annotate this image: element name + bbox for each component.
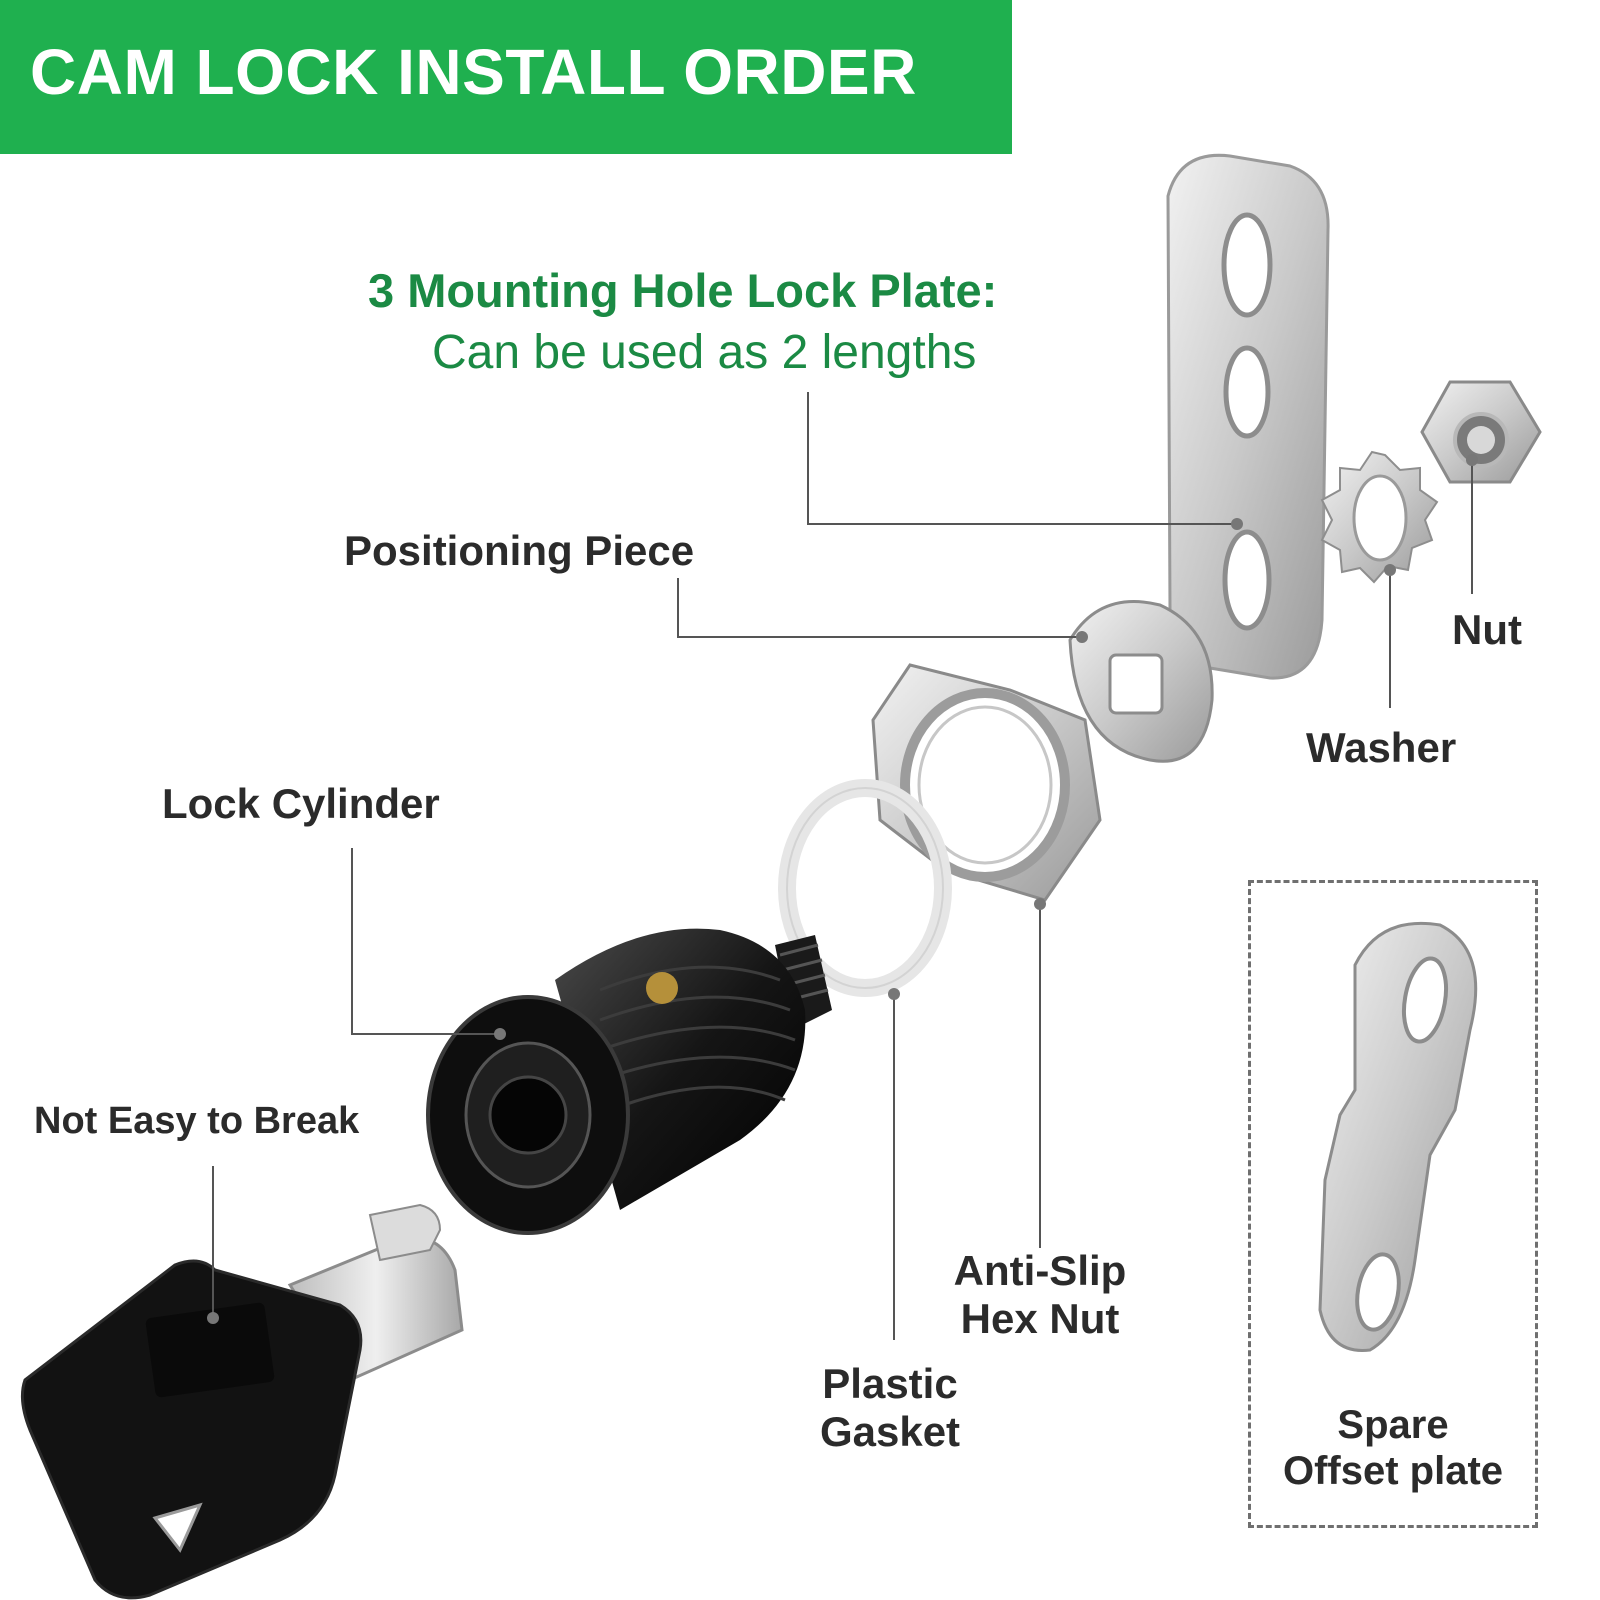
label-washer: Washer [1306, 724, 1457, 771]
label-plastic-gasket: Plastic Gasket [790, 1360, 990, 1457]
positioning-piece-icon [1068, 600, 1214, 763]
label-spare-line1: Spare [1337, 1403, 1449, 1447]
banner-title: CAM LOCK INSTALL ORDER [30, 36, 917, 108]
label-anti-slip-hex-nut: Anti-Slip Hex Nut [940, 1247, 1140, 1344]
label-spare-line2: Offset plate [1282, 1449, 1504, 1493]
title-banner: CAM LOCK INSTALL ORDER [0, 0, 1012, 154]
label-positioning-piece: Positioning Piece [344, 527, 695, 574]
hex-nut-icon [871, 663, 1102, 902]
label-lock-cylinder: Lock Cylinder [162, 780, 440, 827]
nut-icon [1420, 380, 1542, 484]
lock-plate-title: 3 Mounting Hole Lock Plate: [368, 264, 998, 317]
label-nut: Nut [1452, 606, 1522, 653]
offset-plate-icon [1318, 921, 1478, 1352]
lock-plate-subtitle: Can be used as 2 lengths [432, 326, 977, 379]
plastic-gasket-icon [778, 779, 952, 997]
label-spare-offset-plate: Spare Offset plate [1258, 1402, 1528, 1494]
lock-plate-icon [1166, 153, 1330, 680]
lock-cylinder-icon [426, 928, 832, 1235]
label-plastic-line1: Plastic [822, 1360, 958, 1407]
key-icon [20, 1203, 464, 1600]
label-not-easy-to-break: Not Easy to Break [34, 1100, 360, 1142]
label-plastic-line2: Gasket [819, 1408, 961, 1456]
spare-offset-plate-box [1248, 880, 1538, 1528]
washer-icon [1320, 450, 1439, 584]
label-anti-slip-line2: Hex Nut [960, 1295, 1120, 1343]
label-anti-slip-line1: Anti-Slip [953, 1247, 1127, 1294]
